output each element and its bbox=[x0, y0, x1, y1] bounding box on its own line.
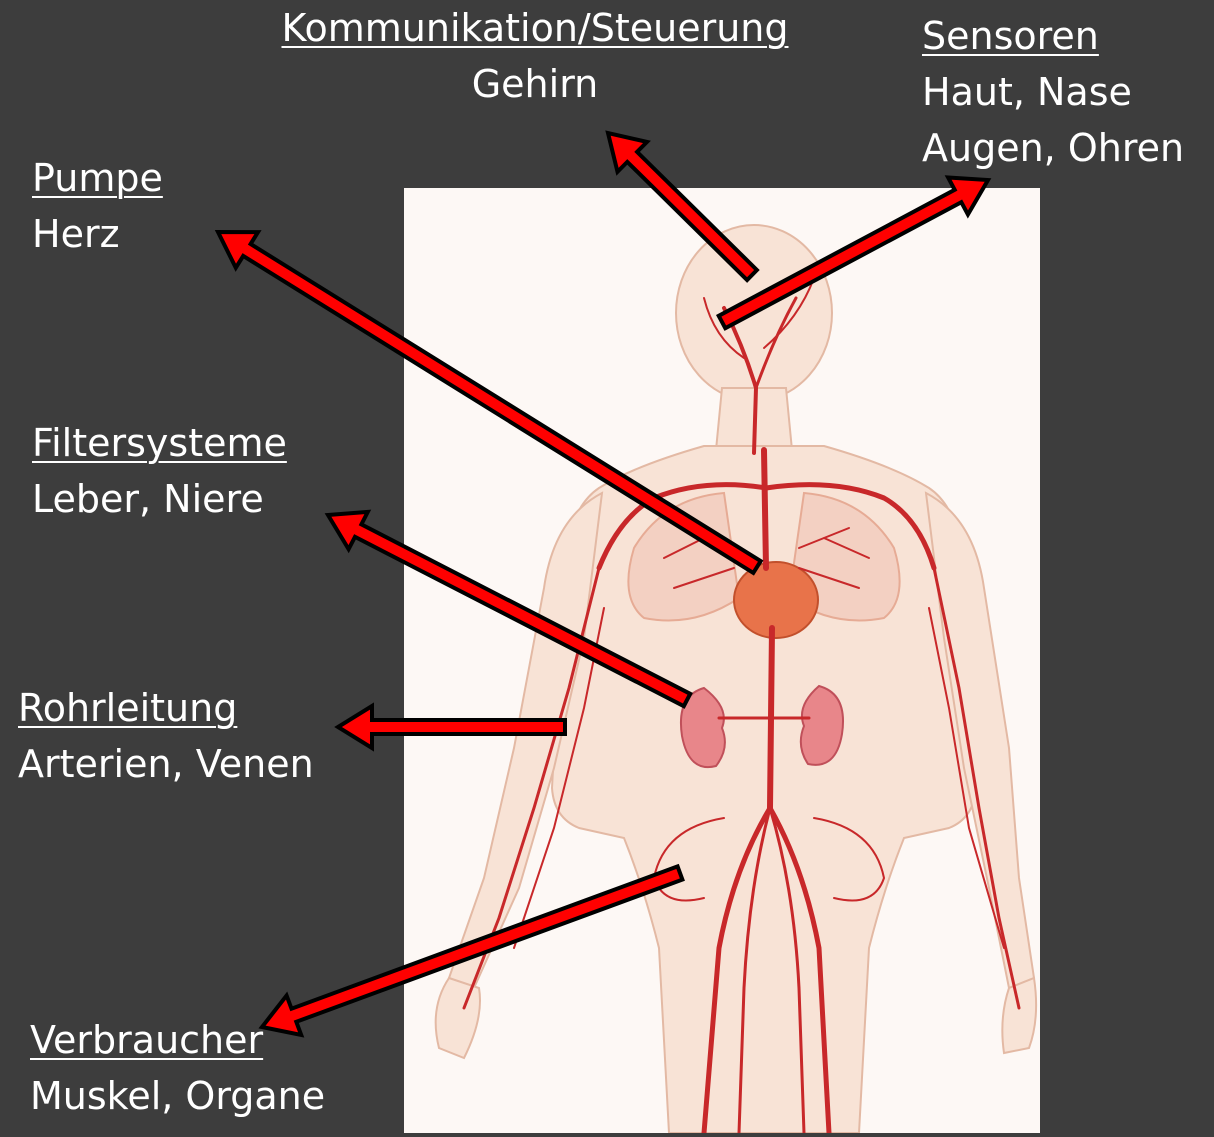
arrow-filtersysteme bbox=[328, 512, 690, 706]
arrow-group bbox=[218, 133, 988, 1035]
arrow-sensoren bbox=[719, 178, 988, 329]
arrow-verbraucher bbox=[262, 866, 682, 1035]
arrow-pumpe bbox=[218, 232, 761, 573]
arrow-rohrleitung bbox=[338, 706, 565, 748]
arrow-kommunikation bbox=[608, 133, 757, 280]
